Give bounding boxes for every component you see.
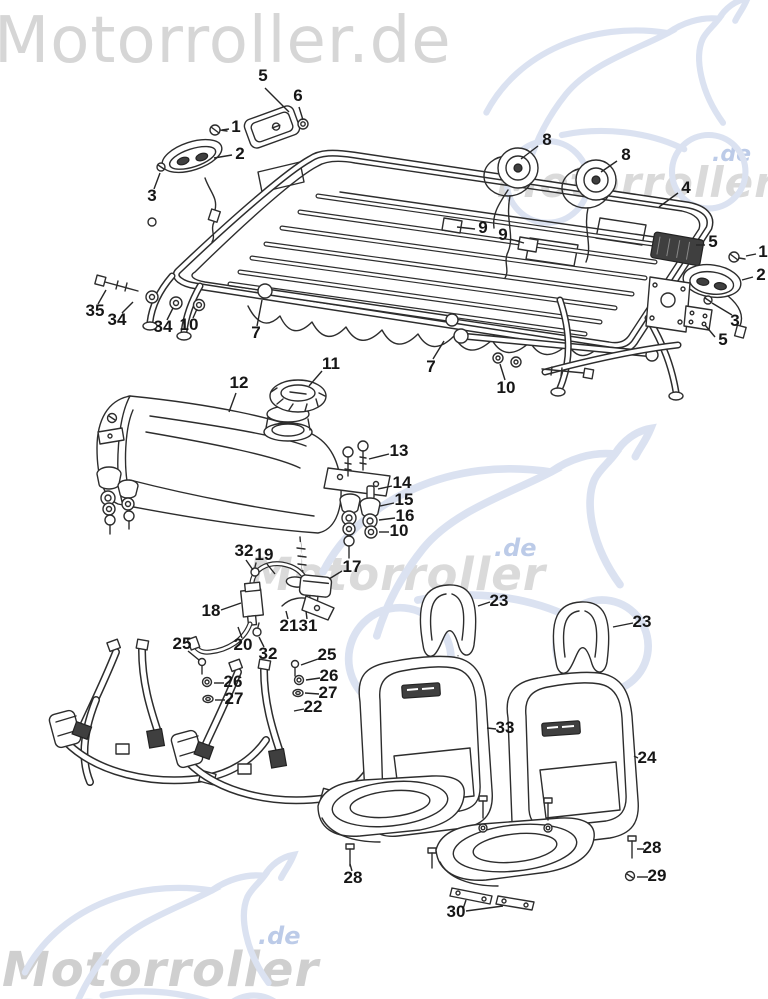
rack-hardware bbox=[94, 274, 595, 380]
watermark-middle-de: .de bbox=[494, 534, 537, 562]
watermark-bottom-text: Motorroller bbox=[2, 942, 320, 998]
watermark-top-text: Motorroller.de bbox=[0, 4, 452, 78]
watermark-bottom-de: .de bbox=[258, 922, 301, 950]
fuel-petcock-assembly bbox=[186, 561, 335, 655]
cargo-rack bbox=[142, 149, 714, 401]
leader-lines bbox=[97, 87, 757, 912]
horn-assembly bbox=[483, 147, 617, 279]
front-lamp-assembly bbox=[147, 105, 309, 243]
fuel-tank bbox=[96, 379, 391, 576]
seat-belt-set bbox=[48, 638, 376, 805]
left-seat bbox=[317, 584, 493, 869]
right-seat bbox=[435, 601, 639, 911]
rear-lamp-assembly bbox=[645, 231, 747, 339]
